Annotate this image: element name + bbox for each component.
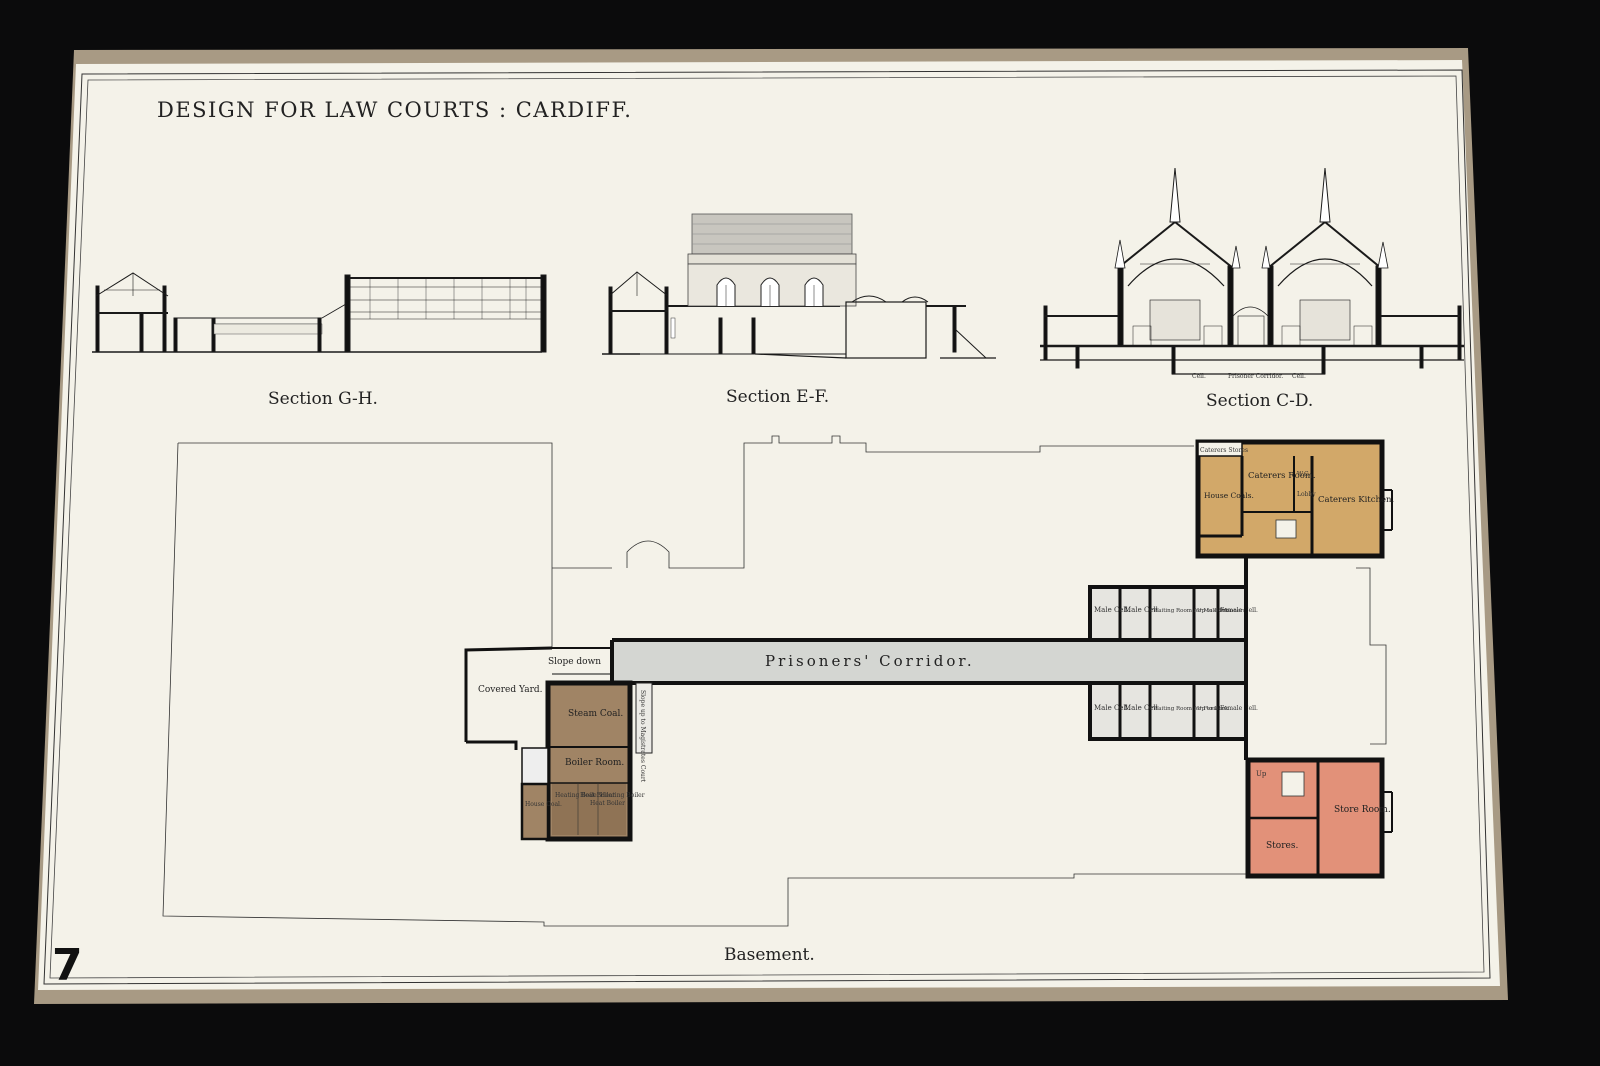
steam-coal-label: Steam Coal. [568, 709, 623, 719]
upper-up-to-dock: Up to Dock [1197, 608, 1229, 614]
plan-caption: Basement. [724, 945, 815, 965]
stores-label: Stores. [1266, 841, 1298, 851]
cd-prisoner-corridor-label: Prisoner Corridor. [1228, 373, 1283, 380]
section-cd-drawing [1040, 167, 1464, 375]
wc-upper-label: W.C. [1297, 471, 1310, 478]
upper-male-cell-1: Male Cell. [1094, 606, 1130, 614]
heating-boiler-label-1: Heating Boiler [555, 792, 600, 799]
section-gh-label: Section G-H. [268, 389, 378, 409]
store-room-label: Store Room. [1334, 805, 1391, 815]
lower-male-cell-2: Male Cell. [1124, 704, 1160, 712]
covered-yard-outline [464, 646, 612, 750]
caterers-kitchen-label: Caterers Kitchen. [1318, 495, 1394, 505]
slope-down-label: Slope down [548, 657, 601, 667]
sheet-title: DESIGN FOR LAW COURTS : CARDIFF. [157, 98, 632, 122]
upper-male-cell-2: Male Cell. [1124, 606, 1160, 614]
section-ef-drawing [602, 213, 996, 359]
house-coals-label: House Coals. [1204, 491, 1254, 500]
section-gh-drawing [92, 272, 547, 353]
lobby-label: Lobby [1297, 491, 1316, 498]
cd-cell-left-label: Cell. [1192, 373, 1206, 380]
sheet-number: 7 [52, 940, 83, 991]
lower-female-cell: Female Cell. [1220, 705, 1258, 712]
waiting-room-female: Waiting Room for Female [1153, 706, 1224, 712]
lower-up-to-dock: Up to Dock [1197, 706, 1229, 712]
section-cd-label: Section C-D. [1206, 391, 1313, 411]
corridor-label: Prisoners' Corridor. [765, 652, 975, 670]
house-coal-small-label: House Coal. [525, 801, 562, 808]
lower-male-cell-1: Male Cell. [1094, 704, 1130, 712]
inner-border-line [49, 75, 1485, 979]
boiler-room-label: Boiler Room. [565, 758, 624, 768]
upper-female-cell: Female Cell. [1220, 607, 1258, 614]
store-up-label: Up [1256, 770, 1267, 778]
heating-boiler-label-4: Heating Boiler [600, 792, 645, 799]
paper-sheet [38, 60, 1500, 990]
caterers-block [1195, 439, 1393, 559]
slope-up-label: Slope up to Magistrates Court [639, 690, 646, 783]
outer-border-line [43, 69, 1491, 985]
heating-boiler-label-3: Heat Boiler [590, 800, 625, 807]
site-outline [162, 435, 1387, 927]
caterers-room-label: Caterers Room. [1248, 471, 1316, 481]
cd-cell-right-label: Cell. [1292, 373, 1306, 380]
boiler-block [520, 680, 653, 842]
section-ef-label: Section E-F. [726, 387, 829, 407]
caterers-stores-label: Caterers Stores [1200, 447, 1248, 454]
heating-boiler-label-2: Heat Boiler [580, 792, 615, 799]
waiting-room-male: Waiting Room for Male Prisoners [1153, 608, 1246, 614]
covered-yard-label: Covered Yard. [478, 685, 543, 695]
store-block [1245, 757, 1393, 879]
